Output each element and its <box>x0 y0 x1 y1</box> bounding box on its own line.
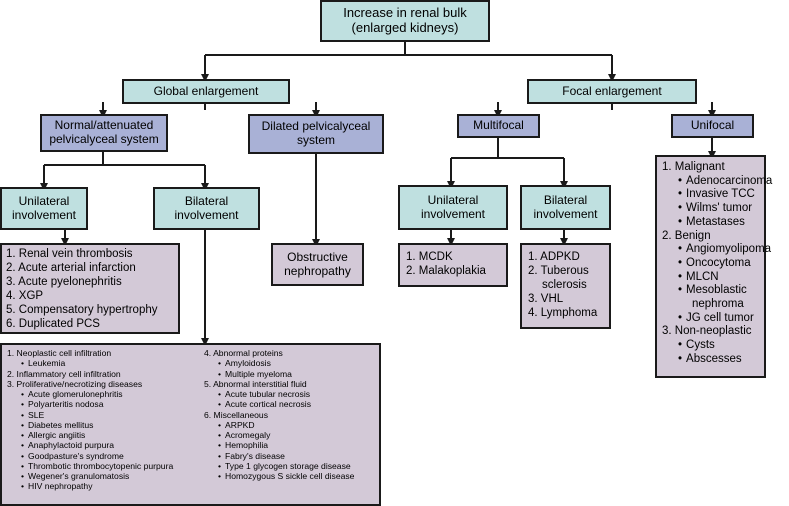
list-item: 3. Proliferative/necrotizing diseases <box>7 378 143 389</box>
list-item: 3. VHL <box>528 293 564 305</box>
bilateral-involvement-line2: involvement <box>174 207 239 222</box>
unilateral-involvement-node: Unilateral involvement <box>0 187 88 230</box>
normal-pcs-node: Normal/attenuated pelvicalyceal system <box>40 114 168 152</box>
dilated-pcs-line2: system <box>296 133 335 147</box>
list-item: 5. Abnormal interstitial fluid <box>204 378 307 389</box>
unifocal-label: Unifocal <box>690 118 735 133</box>
root-node: Increase in renal bulk (enlarged kidneys… <box>320 0 490 42</box>
unilateral-causes-list: 1. Renal vein thrombosis 2. Acute arteri… <box>0 243 180 334</box>
list-item: Homozygous S sickle cell disease <box>204 471 354 481</box>
list-item: 2. Inflammatory cell infiltration <box>7 368 121 379</box>
list-item: Wilms' tumor <box>662 202 759 216</box>
list-item: 2. Tuberous <box>528 265 589 277</box>
dilated-pcs-line1: Dilated pelvicalyceal <box>261 119 371 134</box>
list-item: Leukemia <box>7 358 173 368</box>
normal-pcs-line1: Normal/attenuated <box>54 118 154 133</box>
list-item: 1. Malignant <box>662 161 725 173</box>
list-item: Hemophilia <box>204 440 354 450</box>
list-item: 1. Renal vein thrombosis <box>6 248 133 260</box>
list-item: 1. Neoplastic cell infiltration <box>7 348 112 358</box>
list-item: 2. Benign <box>662 229 711 242</box>
list-item: Thrombotic thrombocytopenic purpura <box>7 461 173 471</box>
list-item: Goodpasture's syndrome <box>7 451 173 461</box>
root-line2: (enlarged kidneys) <box>351 20 459 35</box>
list-item: 2. Malakoplakia <box>406 265 486 277</box>
list-item: Wegener's granulomatosis <box>7 471 173 481</box>
bilateral-involvement-node: Bilateral involvement <box>153 187 260 230</box>
list-item: 1. MCDK <box>406 251 453 263</box>
multifocal-bilateral-line1: Bilateral <box>543 192 588 207</box>
list-item: Amyloidosis <box>204 358 354 368</box>
multifocal-unilateral-line2: involvement <box>420 206 486 221</box>
list-item: 3. Acute pyelonephritis <box>6 276 122 288</box>
obstructive-line2: nephropathy <box>284 263 351 278</box>
list-item: 6. Duplicated PCS <box>6 318 100 330</box>
list-item: Type 1 glycogen storage disease <box>204 461 354 471</box>
list-item: Multiple myeloma <box>204 369 354 379</box>
list-item: Abscesses <box>662 353 759 367</box>
list-item: Adenocarcinoma <box>662 175 772 189</box>
multifocal-unilateral-list: 1. MCDK 2. Malakoplakia <box>398 243 508 287</box>
multifocal-unilateral-line1: Unilateral <box>427 192 479 207</box>
list-item: 5. Compensatory hypertrophy <box>6 304 158 316</box>
bilateral-causes-column-1: 1. Neoplastic cell infiltrationLeukemia2… <box>7 348 173 492</box>
list-item: Allergic angiitis <box>7 430 173 440</box>
multifocal-node: Multifocal <box>457 114 540 138</box>
list-item: nephroma <box>692 298 744 311</box>
obstructive-nephropathy-node: Obstructive nephropathy <box>271 243 364 286</box>
list-item: Metastases <box>662 216 759 230</box>
list-item: Acute cortical necrosis <box>204 399 354 409</box>
global-enlargement-node: Global enlargement <box>122 79 290 104</box>
focal-enlargement-label: Focal enlargement <box>562 83 662 98</box>
list-item: MLCN <box>662 271 759 285</box>
list-item: Cysts <box>662 339 759 353</box>
unilateral-involvement-line2: involvement <box>11 207 77 222</box>
list-item: SLE <box>7 410 173 420</box>
unilateral-involvement-line1: Unilateral <box>18 193 70 208</box>
list-item: 4. Abnormal proteins <box>204 348 283 358</box>
multifocal-label: Multifocal <box>473 118 524 133</box>
list-item: Fabry's disease <box>204 451 354 461</box>
bilateral-causes-column-2: 4. Abnormal proteinsAmyloidosisMultiple … <box>204 348 354 481</box>
list-item: Acute tubular necrosis <box>204 389 354 399</box>
focal-enlargement-node: Focal enlargement <box>527 79 697 104</box>
obstructive-line1: Obstructive <box>287 249 348 264</box>
list-item: HIV nephropathy <box>7 481 173 491</box>
list-item: 4. Lymphoma <box>528 307 598 319</box>
list-item: Invasive TCC <box>662 188 759 202</box>
list-item: Acromegaly <box>204 430 354 440</box>
list-item: 1. ADPKD <box>528 251 580 263</box>
list-item: Diabetes mellitus <box>7 420 173 430</box>
multifocal-unilateral-node: Unilateral involvement <box>398 185 508 230</box>
list-item: Acute glomerulonephritis <box>7 389 173 399</box>
list-item: ARPKD <box>204 420 354 430</box>
multifocal-bilateral-line2: involvement <box>533 206 598 221</box>
list-item: sclerosis <box>542 279 587 291</box>
normal-pcs-line2: pelvicalyceal system <box>49 132 159 146</box>
unifocal-rows: 1. MalignantAdenocarcinomaInvasive TCCWi… <box>662 161 772 367</box>
unifocal-node: Unifocal <box>671 114 754 138</box>
list-item: 4. XGP <box>6 290 44 302</box>
root-line1: Increase in renal bulk <box>343 5 467 21</box>
list-item: Polyarteritis nodosa <box>7 399 173 409</box>
multifocal-bilateral-node: Bilateral involvement <box>520 185 611 230</box>
list-item: 6. Miscellaneous <box>204 409 269 420</box>
list-item: Oncocytoma <box>662 257 759 271</box>
list-item: Anaphylactoid purpura <box>7 440 173 450</box>
global-enlargement-label: Global enlargement <box>153 83 259 98</box>
unifocal-causes-list: 1. MalignantAdenocarcinomaInvasive TCCWi… <box>655 155 772 378</box>
bilateral-involvement-line1: Bilateral <box>184 193 229 208</box>
list-item: Angiomyolipoma <box>662 243 771 257</box>
list-item: Mesoblastic <box>662 284 759 298</box>
dilated-pcs-node: Dilated pelvicalyceal system <box>248 114 384 154</box>
multifocal-bilateral-list: 1. ADPKD 2. Tuberous sclerosis 3. VHL 4.… <box>520 243 611 329</box>
list-item: 2. Acute arterial infarction <box>6 262 136 274</box>
bilateral-causes-list: 1. Neoplastic cell infiltrationLeukemia2… <box>0 343 381 506</box>
list-item: 3. Non-neoplastic <box>662 325 752 338</box>
list-item: JG cell tumor <box>662 312 759 326</box>
